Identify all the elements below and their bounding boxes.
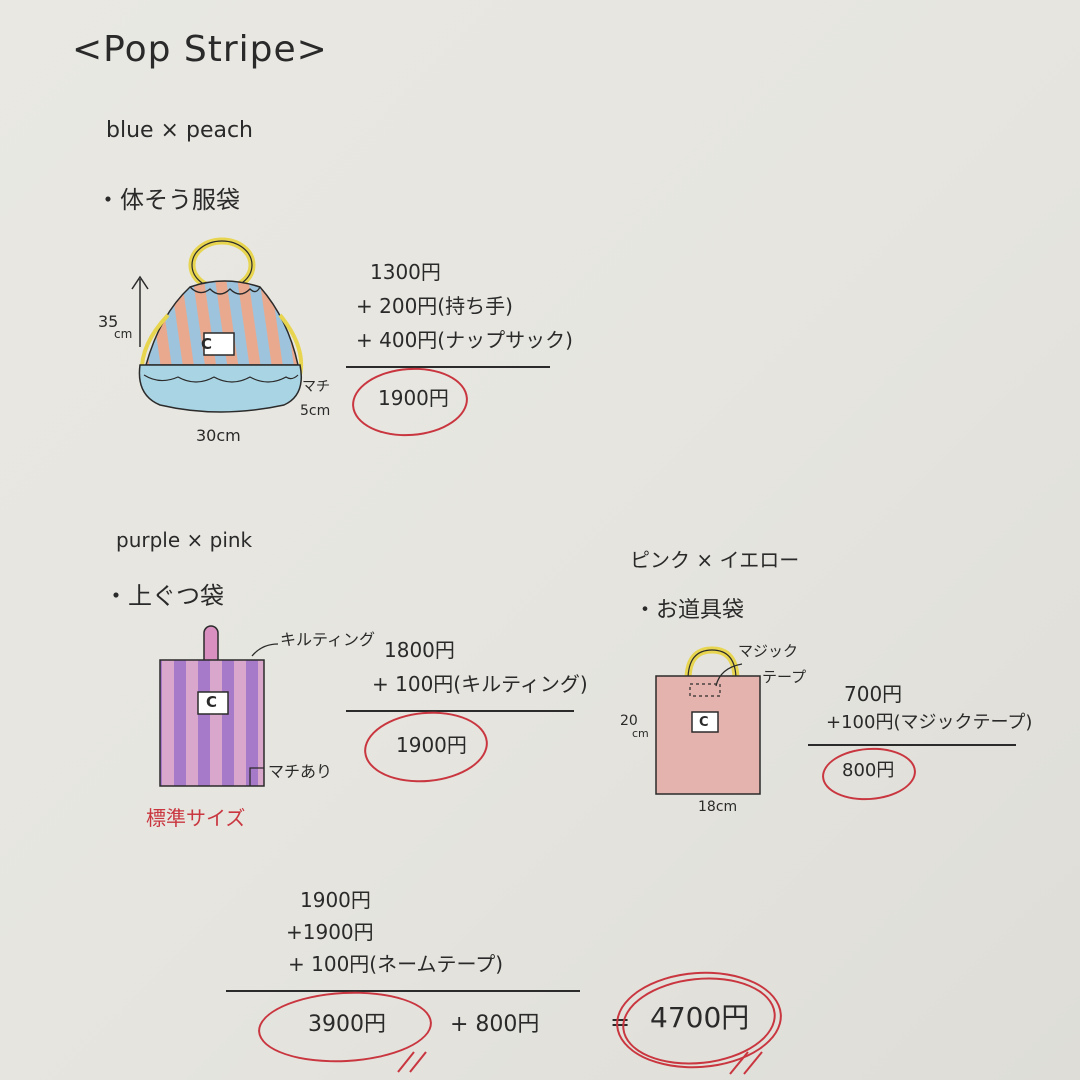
magic-tape-arrow xyxy=(715,663,743,687)
summary-grand-total: 4700円 xyxy=(650,1001,750,1034)
subtotal-tick-marks xyxy=(397,1051,427,1073)
gym-bag-drawing xyxy=(131,237,304,413)
section1-bag-letter: C xyxy=(201,335,213,353)
section3-total-rule xyxy=(808,744,1016,746)
section1-price-line: 1300円 xyxy=(370,260,441,284)
section1-dim-gusset-value: 5cm xyxy=(300,403,331,419)
summary-line: +1900円 xyxy=(286,920,374,944)
section2-color-label: purple × pink xyxy=(116,528,253,552)
section2-gusset-note: マチあり xyxy=(268,762,333,781)
section1-dim-width: 30cm xyxy=(196,426,241,445)
summary-line: + 100円(ネームテープ) xyxy=(288,952,504,976)
section2-quilting-note: キルティング xyxy=(280,630,376,649)
summary-equals: = xyxy=(610,1008,631,1036)
section1-total-rule xyxy=(346,366,550,368)
section3-dim-width: 18cm xyxy=(698,799,738,815)
section3-dim-height-unit: cm xyxy=(632,727,649,740)
section2-price-line: + 100円(キルティング) xyxy=(372,672,588,696)
section3-dim-height: 20 xyxy=(620,713,638,729)
section3-magic-tape-note-2: テープ xyxy=(762,668,807,686)
section1-dim-height-unit: cm xyxy=(114,327,133,341)
section1-dim-gusset-label: マチ xyxy=(302,379,330,395)
section1-dim-height: 35 xyxy=(98,312,119,331)
section3-magic-tape-note-1: マジック xyxy=(738,642,799,660)
section3-price-line: 700円 xyxy=(844,682,903,706)
section1-price-line: + 400円(ナップサック) xyxy=(356,328,573,352)
section2-bag-letter: C xyxy=(206,693,218,711)
section1-total: 1900円 xyxy=(378,386,449,410)
section3-bag-letter: C xyxy=(699,715,709,730)
section1-price-line: + 200円(持ち手) xyxy=(356,294,513,318)
section1-color-label: blue × peach xyxy=(106,118,253,143)
section2-total-rule xyxy=(346,710,574,712)
section3-item-label: ・お道具袋 xyxy=(634,598,745,623)
section3-total: 800円 xyxy=(842,760,895,781)
section2-total: 1900円 xyxy=(396,733,467,757)
summary-subtotal: 3900円 xyxy=(308,1012,386,1037)
section2-size-note: 標準サイズ xyxy=(146,806,246,830)
section3-price-line: +100円(マジックテープ) xyxy=(826,712,1033,733)
section2-item-label: ・上ぐつ袋 xyxy=(104,582,224,610)
grand-total-tick-marks xyxy=(729,1051,763,1075)
summary-line: 1900円 xyxy=(300,888,371,912)
tool-bag-drawing xyxy=(655,646,761,795)
section3-color-label: ピンク × イエロー xyxy=(630,548,800,572)
summary-plus-value: + 800円 xyxy=(450,1012,540,1037)
quilting-arrow xyxy=(251,643,279,657)
summary-rule xyxy=(226,990,580,992)
section2-price-line: 1800円 xyxy=(384,638,455,662)
section1-item-label: ・体そう服袋 xyxy=(96,186,240,214)
page-title: <Pop Stripe> xyxy=(72,29,328,70)
shoe-bag-drawing xyxy=(159,625,265,787)
